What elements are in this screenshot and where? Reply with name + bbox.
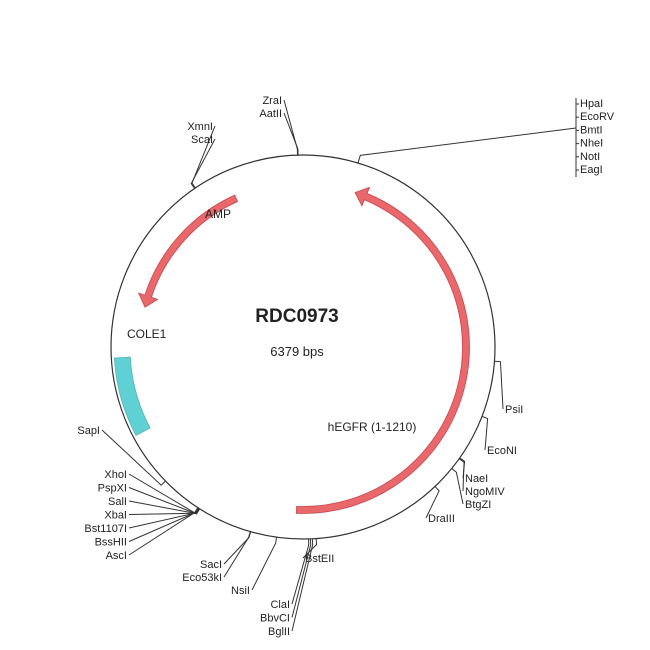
site-label-naei: NaeI <box>465 473 488 485</box>
site-label-btgzi: BtgZI <box>465 499 491 511</box>
plasmid-size: 6379 bps <box>270 344 324 359</box>
site-label-eagi: EagI <box>580 164 603 176</box>
feature-amp-label: AMP <box>205 207 231 221</box>
site-leader-psii <box>494 360 504 410</box>
site-label-saci: SacI <box>200 559 222 571</box>
site-label-aatii: AatII <box>259 108 282 120</box>
site-label-zrai: ZraI <box>262 95 282 107</box>
feature-cole1: COLE1 <box>113 327 167 436</box>
site-leader-draiii <box>425 486 440 519</box>
site-label-noti: NotI <box>580 151 600 163</box>
site-label-pspxi: PspXI <box>98 483 127 495</box>
site-group-draiii: DraIII <box>425 486 455 525</box>
site-label-scai: ScaI <box>191 134 213 146</box>
site-group-psii: PsiI <box>494 360 523 416</box>
site-label-ngomiv: NgoMIV <box>465 486 505 498</box>
site-label-hpai: HpaI <box>580 98 603 110</box>
site-label-bst1107i: Bst1107I <box>84 523 127 535</box>
site-label-xbai: XbaI <box>104 510 127 522</box>
site-leader-bglii <box>291 538 314 632</box>
site-connector <box>357 127 577 164</box>
site-label-nhei: NheI <box>580 138 603 150</box>
site-group-bsteii: BstEII <box>302 538 334 565</box>
site-group-sapi: SapI <box>77 425 166 486</box>
feature-amp-arrow <box>137 194 239 308</box>
feature-amp: AMP <box>137 194 239 308</box>
site-label-eco53ki: Eco53kI <box>182 572 222 584</box>
site-group-nsii: NsiI <box>231 537 278 597</box>
feature-hegfr-1-1210-arrow <box>295 186 470 514</box>
site-label-bmti: BmtI <box>580 124 603 136</box>
site-label-xmni: XmnI <box>187 121 213 133</box>
site-label-sali: SalI <box>108 496 127 508</box>
site-label-bbvci: BbvCI <box>260 613 290 625</box>
feature-cole1-band <box>113 356 151 436</box>
site-label-xhoi: XhoI <box>104 469 127 481</box>
site-label-bglii: BglII <box>268 626 290 638</box>
site-label-clai: ClaI <box>270 599 290 611</box>
site-label-sapi: SapI <box>77 425 100 437</box>
site-leader-zrai <box>283 99 299 156</box>
site-leader-aatii <box>283 112 299 156</box>
feature-layer: AMP hEGFR (1-1210) COLE1 <box>113 186 470 514</box>
site-leader-nsii <box>251 537 278 591</box>
site-leader-clai <box>291 538 310 605</box>
site-leader-econi <box>481 415 489 451</box>
site-leader-bsshii <box>128 507 199 542</box>
site-leader-sali <box>128 500 200 515</box>
feature-hegfr-1-1210-label: hEGFR (1-1210) <box>328 420 417 434</box>
site-leader-scai <box>190 138 216 189</box>
site-label-ecorv: EcoRV <box>580 111 615 123</box>
site-leader-saci <box>223 531 252 565</box>
site-leader-btgzi <box>451 468 464 505</box>
site-leader-eco53ki <box>223 531 251 578</box>
plasmid-backbone <box>110 154 496 540</box>
site-label-econi: EcoNI <box>487 445 517 457</box>
plasmid-name: RDC0973 <box>255 306 338 327</box>
site-label-bsteii: BstEII <box>305 553 334 565</box>
site-label-nsii: NsiI <box>231 585 250 597</box>
feature-hegfr-1-1210: hEGFR (1-1210) <box>295 186 470 514</box>
feature-cole1-label: COLE1 <box>127 327 167 341</box>
site-label-bsshii: BssHII <box>95 537 127 549</box>
site-leader-bbvci <box>291 538 312 618</box>
site-leader-asci <box>128 507 199 556</box>
site-label-psii: PsiI <box>505 404 523 416</box>
site-leader-ngomiv <box>458 458 465 492</box>
site-leader-sapi <box>101 429 166 486</box>
site-label-draiii: DraIII <box>428 513 455 525</box>
site-label-asci: AscI <box>106 550 127 562</box>
site-group-econi: EcoNI <box>481 415 517 457</box>
site-leader-bsteii <box>302 538 318 559</box>
